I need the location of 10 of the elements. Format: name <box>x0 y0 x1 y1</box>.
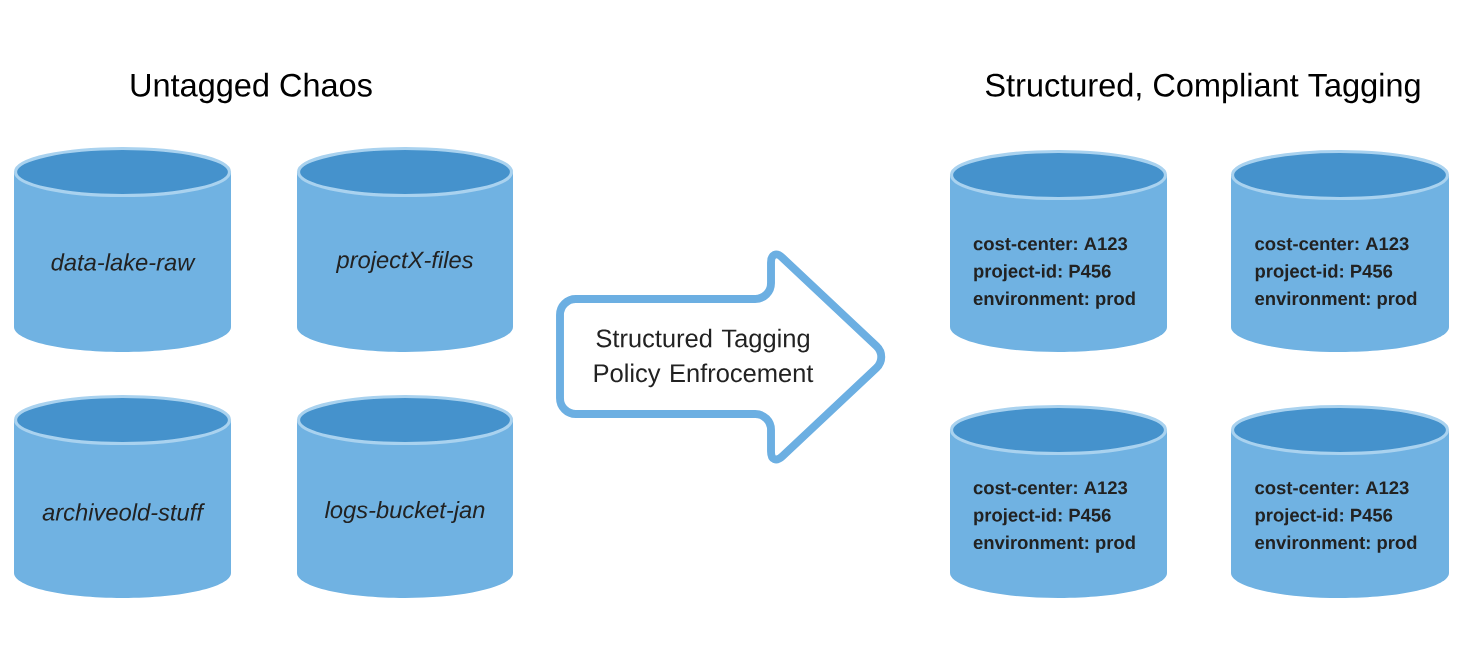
storage-cylinder: projectX-files <box>296 146 514 352</box>
storage-cylinder: data-lake-raw <box>13 146 232 352</box>
storage-cylinder: archiveold-stuff <box>13 394 232 598</box>
storage-cylinder: logs-bucket-jan <box>296 394 514 598</box>
storage-cylinder: cost-center: A123 project-id: P456 environment: prod <box>1230 404 1450 598</box>
heading: Untagged Chaos <box>131 72 372 104</box>
heading: Structured, Compliant Tagging <box>985 72 1420 104</box>
storage-cylinder: cost-center: A123 project-id: P456 environment: prod <box>949 149 1168 352</box>
storage-cylinder: cost-center: A123 project-id: P456 environment: prod <box>949 404 1168 598</box>
storage-cylinder: cost-center: A123 project-id: P456 environment: prod <box>1230 149 1450 352</box>
